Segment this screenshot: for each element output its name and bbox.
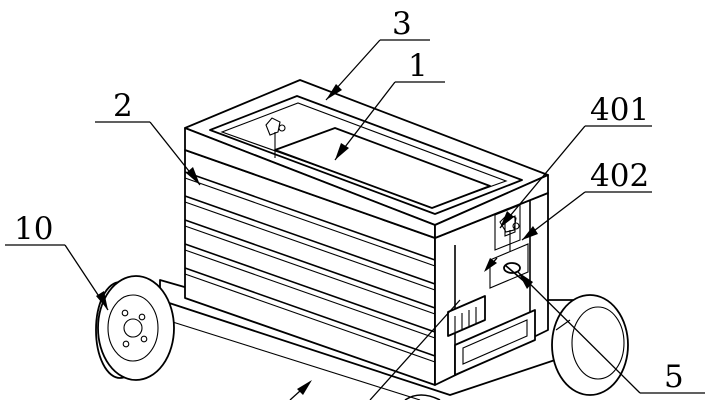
leader-lines (5, 39, 705, 400)
latch-details (265, 117, 520, 252)
label-tray: 1 (408, 48, 428, 84)
label-part-401: 401 (590, 92, 649, 128)
label-lid-frame: 3 (392, 6, 412, 42)
box-body (184, 79, 549, 386)
wheel-right (551, 294, 629, 396)
label-part-402: 402 (590, 158, 649, 194)
front-slats (184, 171, 436, 363)
label-part-5: 5 (664, 359, 684, 395)
reference-labels: 3 1 2 10 401 402 5 (14, 6, 684, 395)
side-panel-details (447, 200, 536, 376)
wheel-front-stub (404, 394, 441, 400)
label-wheel: 10 (14, 211, 53, 247)
drawing-body: 3 1 2 10 401 402 5 (5, 6, 705, 400)
label-box-body: 2 (113, 88, 133, 124)
wheel-left (95, 275, 175, 381)
